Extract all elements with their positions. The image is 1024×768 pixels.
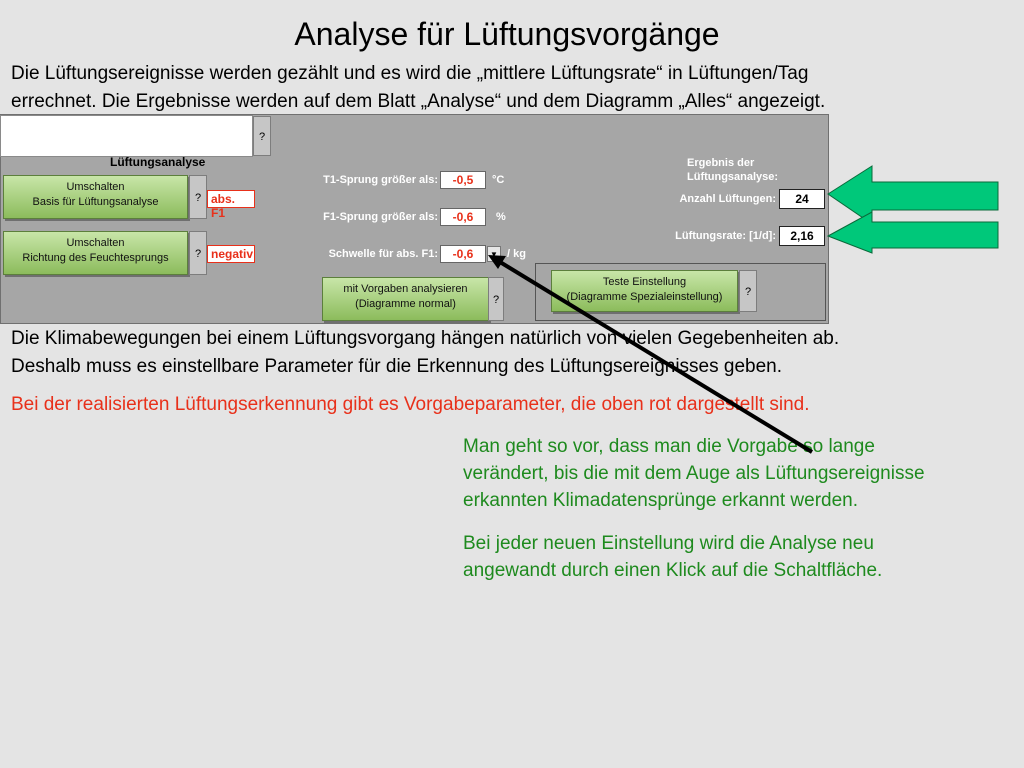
t1-label: T1-Sprung größer als: xyxy=(323,174,438,186)
test-help-button[interactable]: ? xyxy=(739,270,757,312)
analyze-line-2: (Diagramme normal) xyxy=(355,298,456,310)
toggle-richtung-button[interactable]: Umschalten Richtung des Feuchtesprungs xyxy=(3,231,188,275)
test-setting-line-2: (Diagramme Spezialeinstellung) xyxy=(566,291,723,303)
toggle-basis-line-1: Umschalten xyxy=(66,181,125,193)
page-title: Analyse für Lüftungsvorgänge xyxy=(294,16,720,52)
result-heading-1: Ergebnis der xyxy=(687,157,755,169)
para-klick: Bei jeder neuen Einstellung wird die Ana… xyxy=(463,530,882,584)
intro-text: Die Lüftungsereignisse werden gezählt un… xyxy=(11,60,825,116)
schwelle-unit: / kg xyxy=(507,248,526,260)
result-heading: Ergebnis der Lüftungsanalyse: xyxy=(687,156,778,184)
count-value: 24 xyxy=(779,189,825,209)
para-vorgabeparameter: Bei der realisierten Lüftungserkennung g… xyxy=(11,394,810,415)
result-heading-2: Lüftungsanalyse: xyxy=(687,171,779,183)
para5-line-2: angewandt durch einen Klick auf die Scha… xyxy=(463,560,883,581)
toggle-basis-button[interactable]: Umschalten Basis für Lüftungsanalyse xyxy=(3,175,188,219)
green-arrows xyxy=(826,165,999,254)
f1-unit: % xyxy=(496,211,506,223)
f1-input[interactable]: -0,6 xyxy=(440,208,486,226)
analyze-help-button[interactable]: ? xyxy=(488,277,504,321)
para4-line-3: erkannten Klimadatensprünge erkannt werd… xyxy=(463,490,859,511)
para-klimabewegungen: Die Klimabewegungen bei einem Lüftungsvo… xyxy=(11,325,839,381)
rate-label: Lüftungsrate: [1/d]: xyxy=(675,230,776,242)
heading-help-button[interactable]: ? xyxy=(253,116,271,156)
para4-line-1: Man geht so vor, dass man die Vorgabe so… xyxy=(463,436,875,457)
rate-arrow-icon xyxy=(826,211,999,254)
richtung-value-badge: negativ xyxy=(207,245,255,263)
para-vorgehen: Man geht so vor, dass man die Vorgabe so… xyxy=(463,433,925,514)
intro-line-2: errechnet. Die Ergebnisse werden auf dem… xyxy=(11,91,826,112)
intro-line-1: Die Lüftungsereignisse werden gezählt un… xyxy=(11,63,809,84)
analyze-line-1: mit Vorgaben analysieren xyxy=(343,283,468,295)
panel-header-cell xyxy=(0,115,253,157)
para4-line-2: verändert, bis die mit dem Auge als Lüft… xyxy=(463,463,925,484)
count-label: Anzahl Lüftungen: xyxy=(679,193,776,205)
count-arrow-icon xyxy=(827,165,999,225)
test-setting-line-1: Teste Einstellung xyxy=(602,276,687,288)
para5-line-1: Bei jeder neuen Einstellung wird die Ana… xyxy=(463,533,874,554)
panel-heading: Lüftungsanalyse xyxy=(110,155,206,169)
toggle-basis-line-2: Basis für Lüftungsanalyse xyxy=(32,196,159,208)
toggle-richtung-line-1: Umschalten xyxy=(66,237,125,249)
schwelle-input[interactable]: -0,6 xyxy=(440,245,486,263)
schwelle-dropdown-arrow-icon[interactable]: ▼ xyxy=(487,246,501,262)
f1-label: F1-Sprung größer als: xyxy=(323,211,438,223)
t1-input[interactable]: -0,5 xyxy=(440,171,486,189)
schwelle-label: Schwelle für abs. F1: xyxy=(328,248,438,260)
basis-value-badge: abs. F1 xyxy=(207,190,255,220)
para2-line-1: Die Klimabewegungen bei einem Lüftungsvo… xyxy=(11,328,840,349)
t1-unit: °C xyxy=(492,174,505,186)
richtung-help-button[interactable]: ? xyxy=(189,231,207,275)
test-setting-button[interactable]: Teste Einstellung (Diagramme Spezialeins… xyxy=(551,270,738,312)
basis-help-button[interactable]: ? xyxy=(189,175,207,219)
analyze-button[interactable]: mit Vorgaben analysieren (Diagramme norm… xyxy=(322,277,489,321)
para2-line-2: Deshalb muss es einstellbare Parameter f… xyxy=(11,356,783,377)
rate-value: 2,16 xyxy=(779,226,825,246)
toggle-richtung-line-2: Richtung des Feuchtesprungs xyxy=(22,252,169,264)
